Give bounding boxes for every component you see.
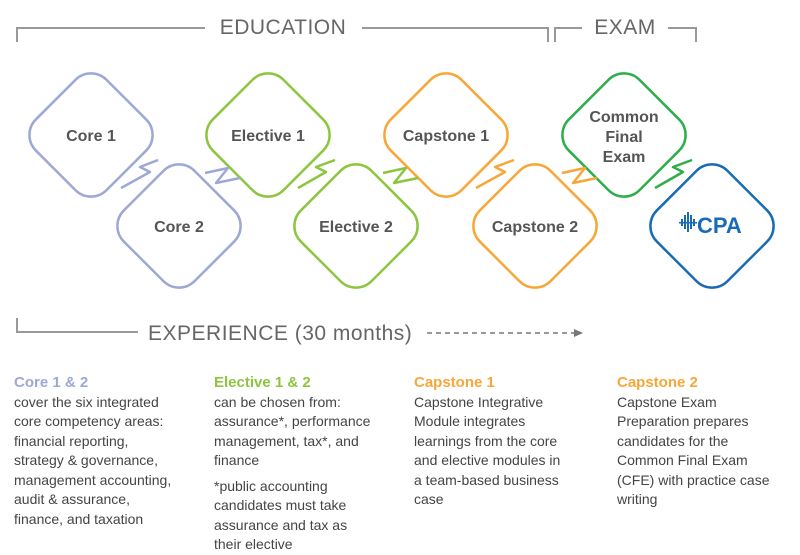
core-description-line: finance, and taxation [14, 510, 144, 527]
elective-note-line: candidates must take [214, 497, 347, 513]
education-heading: EDUCATION [220, 16, 347, 39]
elective-note-line: *public accounting [214, 477, 328, 494]
capstone1-diamond [383, 72, 509, 198]
exam-heading: EXAM [594, 16, 656, 39]
capstone2-description-line: Preparation prepares [617, 413, 749, 429]
elective-description-line: management, tax*, and [214, 432, 359, 449]
education-bracket [16, 27, 549, 42]
elective1-label: Elective 1 [231, 128, 305, 145]
core-description-line: financial reporting, [14, 432, 129, 449]
cfe-diamond [561, 72, 687, 198]
capstone1-description-line: Capstone Integrative [414, 393, 544, 410]
capstone2-description-title: Capstone 2 [617, 374, 698, 391]
cfe-label-line3: Exam [603, 149, 646, 166]
elective2-label: Elective 2 [319, 219, 393, 236]
capstone2-description-line: candidates for the [617, 432, 729, 449]
capstone1-description-line: a team-based business [414, 471, 559, 488]
core2-diamond [116, 163, 242, 289]
capstone1-label: Capstone 1 [403, 128, 489, 145]
core-description-line: cover the six integrated [14, 393, 159, 410]
capstone1-description-line: learnings from the core [414, 432, 558, 449]
core2-label: Core 2 [154, 219, 204, 236]
capstone2-label: Capstone 2 [492, 219, 578, 236]
elective-description: Elective 1 & 2 can be chosen from: assur… [214, 373, 404, 555]
elective-description-line: can be chosen from: [214, 393, 341, 410]
capstone2-description-line: writing [617, 491, 658, 507]
capstone2-description-line: (CFE) with practice case [617, 471, 770, 488]
connector-core1-core2 [120, 158, 159, 190]
cpa-diamond [649, 163, 775, 289]
connector-cfe-cpa [654, 158, 693, 190]
experience-arrowhead-icon [574, 329, 583, 337]
cpa-maple-leaf-icon [679, 212, 697, 232]
core-description-line: core competency areas: [14, 413, 164, 429]
capstone2-description-line: Capstone Exam [617, 393, 717, 410]
experience-bracket [16, 318, 138, 333]
capstone1-description-line: Module integrates [414, 413, 526, 429]
cpa-logo-text: CPA [697, 213, 742, 238]
elective-note-line: their elective [214, 536, 293, 552]
connector-core2-elective1 [204, 166, 241, 185]
capstone2-diamond [472, 163, 598, 289]
capstone1-description-title: Capstone 1 [414, 374, 495, 391]
elective-note-line: assurance and tax as [214, 516, 348, 533]
cfe-label-line1: Common [589, 109, 658, 126]
capstone1-description-line: case [414, 491, 444, 507]
exam-bracket [554, 27, 697, 42]
experience-heading: EXPERIENCE (30 months) [148, 322, 412, 345]
core1-label: Core 1 [66, 128, 116, 145]
capstone2-description: Capstone 2 Capstone Exam Preparation pre… [617, 373, 797, 510]
capstone1-description-line: and elective modules in [414, 452, 561, 468]
core-description-line: management accounting, [14, 471, 172, 488]
elective-description-title: Elective 1 & 2 [214, 374, 311, 391]
core-description-line: audit & assurance, [14, 491, 130, 507]
core-description: Core 1 & 2 cover the six integrated core… [14, 373, 204, 529]
elective1-diamond [205, 72, 331, 198]
elective-description-line: finance [214, 452, 260, 468]
connector-elective2-capstone1 [382, 166, 419, 185]
connector-capstone2-cfe [561, 166, 598, 185]
core-description-title: Core 1 & 2 [14, 374, 89, 391]
cfe-label-line2: Final [605, 129, 642, 146]
elective2-diamond [293, 163, 419, 289]
core1-diamond [28, 72, 154, 198]
core-description-line: strategy & governance, [14, 452, 158, 468]
connector-elective1-elective2 [297, 158, 336, 190]
connector-capstone1-capstone2 [475, 158, 515, 190]
cpa-pathway-diagram: EDUCATION EXAM Core 1 Core 2 Elective 1 … [16, 16, 775, 345]
cpa-logo: CPA [679, 212, 742, 238]
capstone2-description-line: Common Final Exam [617, 452, 748, 468]
elective-description-line: assurance*, performance [214, 413, 371, 429]
capstone1-description: Capstone 1 Capstone Integrative Module i… [414, 373, 599, 510]
